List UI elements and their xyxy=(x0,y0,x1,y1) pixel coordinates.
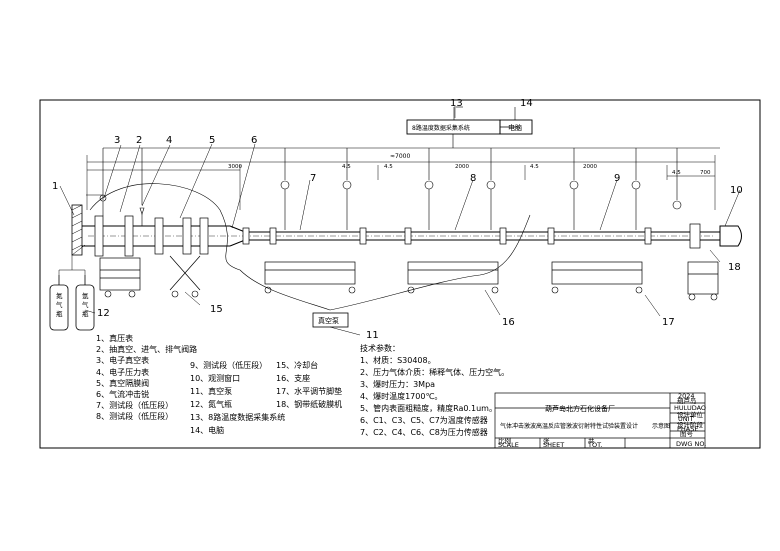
legend-item: 18、钢带纸破膜机 xyxy=(276,400,343,409)
dim-total: ≈7000 xyxy=(390,153,410,160)
cylinder-2-label: 氩气瓶 xyxy=(82,291,89,318)
callout-2: 2 xyxy=(136,135,142,146)
scale-cn: 比例 xyxy=(498,436,511,445)
callout-5: 5 xyxy=(209,135,215,146)
dim-45-a: 4.5 xyxy=(384,164,393,170)
callout-4: 4 xyxy=(166,135,172,146)
callout-6: 6 xyxy=(251,135,257,146)
vacuum-line xyxy=(89,183,531,311)
legend-item: 7、测试段（低压段） xyxy=(96,401,174,411)
dim-45-d: 4.5 xyxy=(342,164,351,170)
data-acquisition-system: 8路温度数据采集系统 xyxy=(406,106,520,135)
tech-item: 7、C2、C4、C6、C8为压力传感器 xyxy=(360,428,488,437)
legend-col-3: 15、冷却台 16、支座 17、水平调节脚垫 18、钢带纸破膜机 xyxy=(276,362,356,414)
legend-item: 12、氮气瓶 xyxy=(190,400,233,409)
tech-item: 2、压力气体介质：稀释气体、压力空气。 xyxy=(360,368,510,377)
computer: 电脑 xyxy=(499,107,533,135)
legend-item: 10、观测窗口 xyxy=(190,374,241,383)
callout-7: 7 xyxy=(310,173,316,184)
leveling-feet xyxy=(104,286,718,301)
callout-15: 15 xyxy=(210,304,223,315)
legend-item: 4、电子压力表 xyxy=(96,367,150,377)
left-instruments xyxy=(86,194,145,226)
legend-item: 1、真压表 xyxy=(96,334,134,343)
legend-item: 13、8路温度数据采集系统 xyxy=(190,413,286,422)
drawing-frame xyxy=(39,99,761,449)
dim-2000-a: 2000 xyxy=(455,164,469,170)
city-py: HULUDAO xyxy=(674,404,706,412)
tot-cn: 共 xyxy=(588,436,595,445)
legend-col-2: 9、测试段（低压段） 10、观测窗口 11、真空泵 12、氮气瓶 13、8路温度… xyxy=(190,361,286,440)
callout-16: 16 xyxy=(502,317,515,328)
tot-en: TOT. xyxy=(587,441,602,449)
dim-45-b: 4.5 xyxy=(530,164,539,170)
supports xyxy=(99,255,719,295)
callout-9: 9 xyxy=(614,173,620,184)
flanges xyxy=(94,215,701,257)
vacuum-pump: 真空泵 xyxy=(312,312,349,328)
unit-cn: 设计单位 xyxy=(677,410,704,419)
dim-700: 700 xyxy=(700,170,711,176)
cylinder-1-label: 氮气瓶 xyxy=(56,291,63,318)
callout-13: 13 xyxy=(450,98,463,109)
computer-label: 电脑 xyxy=(508,123,522,132)
dim-45-c: 4.5 xyxy=(672,170,681,176)
legend-item: 16、支座 xyxy=(276,374,311,383)
callout-18: 18 xyxy=(728,262,741,273)
sheet-en: SHEET xyxy=(543,441,564,449)
company-name: 葫芦岛北方石化设备厂 xyxy=(545,404,615,413)
sensor-gauges xyxy=(280,180,682,230)
callout-leaders xyxy=(59,108,741,336)
tech-params: 技术参数： 1、材质：S30408。 2、压力气体介质：稀释气体、压力空气。 3… xyxy=(360,344,510,441)
stamp-text: 示意图 xyxy=(652,422,670,430)
gas-cylinders xyxy=(49,244,95,331)
legend-item: 17、水平调节脚垫 xyxy=(276,387,343,396)
legend-item: 11、真空泵 xyxy=(190,387,233,396)
tech-item: 5、管内表面粗糙度，精度Ra0.1um。 xyxy=(360,404,497,413)
callout-14: 14 xyxy=(520,98,533,109)
drawing-title: 气体冲击激波高温反应管激波衍射特性试验装置设计 xyxy=(500,422,638,430)
dim-3000: 3000 xyxy=(228,164,242,170)
city: 葫芦岛 xyxy=(677,396,697,405)
tech-item: 3、爆时压力：3Mpa xyxy=(360,380,436,389)
legend-item: 3、电子真空表 xyxy=(96,356,150,366)
callout-11: 11 xyxy=(366,330,379,341)
signal-bus xyxy=(102,134,720,205)
legend-item: 9、测试段（低压段） xyxy=(190,361,268,370)
tech-item: 4、爆时温度1700℃。 xyxy=(360,392,443,401)
phase-en: PHASE xyxy=(677,425,699,433)
callout-3: 3 xyxy=(114,135,120,146)
unit-en: UNIT xyxy=(678,415,694,423)
year: 2024 xyxy=(678,392,695,400)
callout-8: 8 xyxy=(470,173,476,184)
scale-en: SCALE xyxy=(498,441,519,449)
main-tube xyxy=(82,225,742,247)
wall-mount xyxy=(71,204,83,256)
callout-1: 1 xyxy=(52,181,58,192)
tech-item: 1、材质：S30408。 xyxy=(360,356,436,365)
callout-17: 17 xyxy=(662,317,675,328)
tech-item: 6、C1、C3、C5、C7为温度传感器 xyxy=(360,416,488,425)
legend-item: 2、抽真空、进气、排气阀路 xyxy=(96,345,198,355)
legend-item: 15、冷却台 xyxy=(276,361,319,370)
legend-col-1: 1、真压表 2、抽真空、进气、排气阀路 3、电子真空表 4、电子压力表 5、真空… xyxy=(96,334,198,425)
data-system-label: 8路温度数据采集系统 xyxy=(412,124,470,132)
sheet-cn: 张 xyxy=(543,436,550,445)
title-block xyxy=(494,392,706,449)
phase-cn: 设计阶段 xyxy=(677,420,704,429)
callout-10: 10 xyxy=(730,185,743,196)
tech-title: 技术参数： xyxy=(360,344,400,353)
legend-item: 6、气流冲击锐 xyxy=(96,389,150,399)
no-en: DWG NO. xyxy=(676,440,706,448)
dimension-lines xyxy=(86,155,716,210)
legend-item: 5、真空隔膜阀 xyxy=(96,378,150,388)
legend-item: 8、测试段（低压段） xyxy=(96,412,174,422)
no-cn: 图号 xyxy=(680,430,694,438)
dim-2000-b: 2000 xyxy=(583,164,597,170)
callout-12: 12 xyxy=(97,308,110,319)
vacuum-pump-label: 真空泵 xyxy=(318,316,339,325)
legend-item: 14、电脑 xyxy=(190,426,225,435)
